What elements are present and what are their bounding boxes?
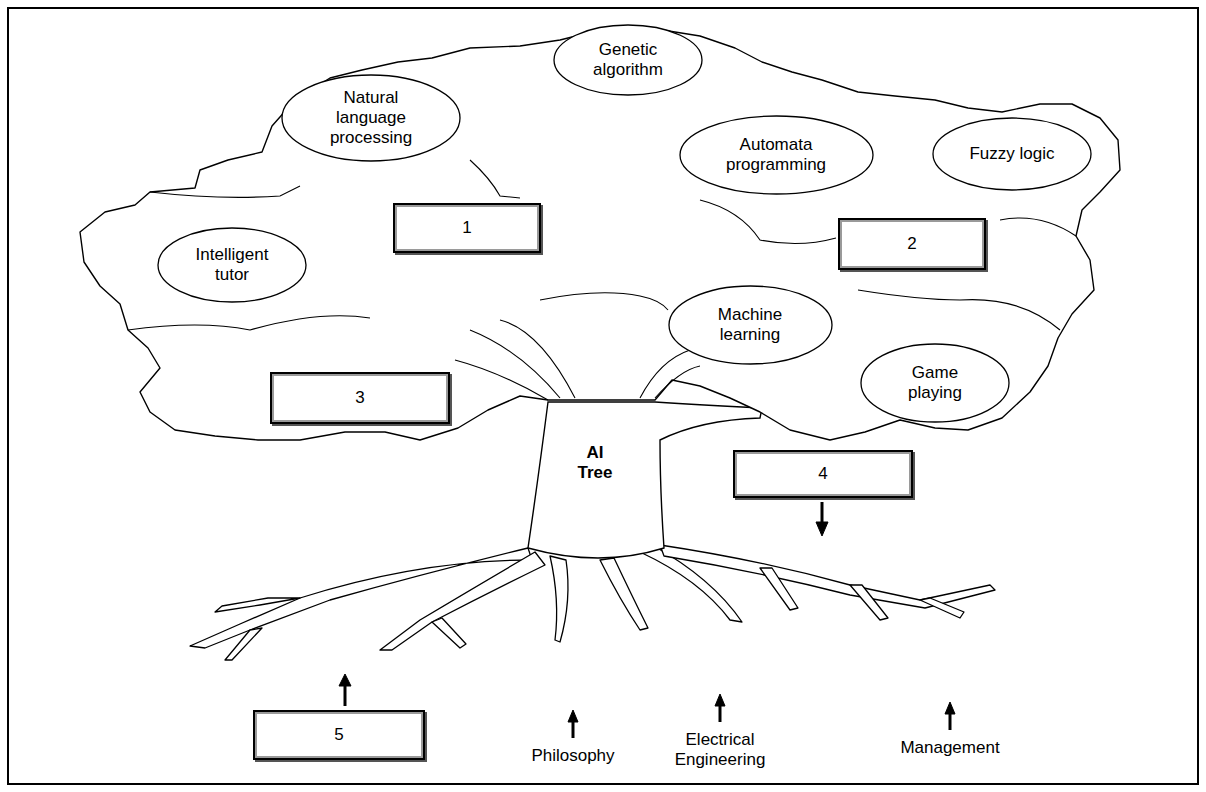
topic-ellipse: Fuzzy logic xyxy=(932,117,1092,191)
canopy-fold xyxy=(470,160,520,198)
tree-branch xyxy=(655,366,700,398)
ellipse-outline xyxy=(158,228,306,302)
arrow-head xyxy=(945,702,955,714)
tree-trunk xyxy=(528,402,762,558)
arrow-head xyxy=(568,710,578,722)
pointer-arrow xyxy=(821,502,824,524)
trunk-label: AI Tree xyxy=(572,443,618,483)
root xyxy=(380,552,545,650)
ellipse-outline xyxy=(861,344,1009,422)
canopy-fold xyxy=(700,200,836,244)
tree-roots xyxy=(190,545,995,660)
root-label: Management xyxy=(890,738,1010,758)
callout-box: 5 xyxy=(253,710,425,760)
root-label: Philosophy xyxy=(518,746,628,766)
callout-number: 1 xyxy=(462,218,471,238)
frame-border xyxy=(8,8,1198,784)
root-label: Electrical Engineering xyxy=(664,730,776,770)
tree-branch xyxy=(500,320,575,398)
ellipse-outline xyxy=(933,118,1091,190)
root xyxy=(660,545,995,608)
ellipse-outline xyxy=(680,116,873,194)
topic-ellipse: Automata programming xyxy=(679,115,874,195)
topic-text: Intelligent tutor xyxy=(182,245,282,285)
root xyxy=(190,548,532,648)
topic-ellipse: Genetic algorithm xyxy=(553,24,703,96)
canopy-fold xyxy=(150,186,300,197)
canopy-fold xyxy=(1000,218,1076,236)
topic-text: Genetic algorithm xyxy=(582,40,674,80)
topic-ellipse: Natural language processing xyxy=(281,74,461,162)
arrow-head xyxy=(715,694,725,706)
callout-box: 4 xyxy=(733,450,913,498)
root xyxy=(920,598,964,618)
topic-ellipse: Game playing xyxy=(860,343,1010,423)
root xyxy=(760,568,798,610)
pointer-arrow xyxy=(719,704,722,722)
ellipse-outline xyxy=(669,286,832,364)
topic-text: Game playing xyxy=(895,363,975,403)
topic-text: Natural language processing xyxy=(321,88,421,148)
callout-box: 1 xyxy=(393,203,541,253)
canopy-fold xyxy=(858,290,1060,330)
pointer-arrows xyxy=(339,502,955,738)
canopy-fold xyxy=(128,316,370,330)
callout-number: 4 xyxy=(818,464,827,484)
tree-branch xyxy=(455,360,548,400)
tree-branch xyxy=(470,330,560,398)
root xyxy=(432,618,466,648)
tree-branch xyxy=(640,350,690,398)
topic-text: Automata programming xyxy=(716,135,836,175)
pointer-arrow xyxy=(572,720,575,738)
callout-box: 3 xyxy=(270,372,450,424)
callout-number: 5 xyxy=(334,725,343,745)
pointer-arrow xyxy=(344,684,347,706)
topic-ellipse: Machine learning xyxy=(668,285,833,365)
root xyxy=(550,556,568,642)
pointer-arrow xyxy=(949,712,952,730)
root xyxy=(225,628,262,660)
topic-ellipse: Intelligent tutor xyxy=(157,227,307,303)
root xyxy=(600,558,648,630)
callout-box: 2 xyxy=(838,218,986,270)
topic-text: Fuzzy logic xyxy=(969,144,1054,164)
arrow-head xyxy=(816,522,828,536)
canopy-fold xyxy=(540,293,668,310)
root xyxy=(850,585,888,620)
callout-number: 2 xyxy=(907,234,916,254)
callout-number: 3 xyxy=(355,388,364,408)
topic-text: Machine learning xyxy=(705,305,795,345)
root xyxy=(215,598,300,612)
ellipse-outline xyxy=(282,75,460,161)
ellipse-outline xyxy=(554,25,702,95)
arrow-head xyxy=(339,674,351,686)
